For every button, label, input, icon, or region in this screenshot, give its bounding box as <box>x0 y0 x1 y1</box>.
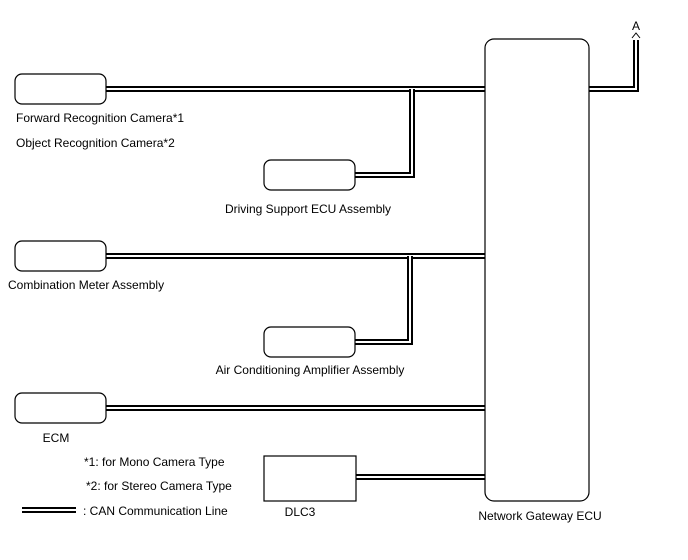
dlc3-label: DLC3 <box>285 505 316 519</box>
connector-a-label: A <box>632 19 640 33</box>
footnote-mono-camera: *1: for Mono Camera Type <box>84 455 225 469</box>
connector-a-marker <box>631 32 641 39</box>
dlc3-box <box>263 455 357 502</box>
legend-can-line-label: : CAN Communication Line <box>83 504 228 518</box>
can-line-driving-support <box>355 89 415 178</box>
combination-meter-box <box>14 240 107 272</box>
can-line-connector-a <box>589 40 639 92</box>
air-conditioning-label: Air Conditioning Amplifier Assembly <box>216 363 405 377</box>
gateway-ecu-box <box>484 38 590 502</box>
forward-camera-box <box>14 73 107 105</box>
ecm-label: ECM <box>43 431 70 445</box>
can-bus-lines <box>106 40 639 480</box>
footnote-stereo-camera: *2: for Stereo Camera Type <box>86 479 232 493</box>
driving-support-box <box>263 159 356 191</box>
air-conditioning-box <box>263 326 356 358</box>
driving-support-label: Driving Support ECU Assembly <box>225 202 391 216</box>
can-line-air-conditioning <box>355 256 413 345</box>
object-camera-label: Object Recognition Camera*2 <box>16 136 175 150</box>
ecm-box <box>14 392 107 424</box>
gateway-ecu-label: Network Gateway ECU <box>478 509 601 523</box>
forward-camera-label: Forward Recognition Camera*1 <box>16 111 184 125</box>
combination-meter-label: Combination Meter Assembly <box>8 278 164 292</box>
